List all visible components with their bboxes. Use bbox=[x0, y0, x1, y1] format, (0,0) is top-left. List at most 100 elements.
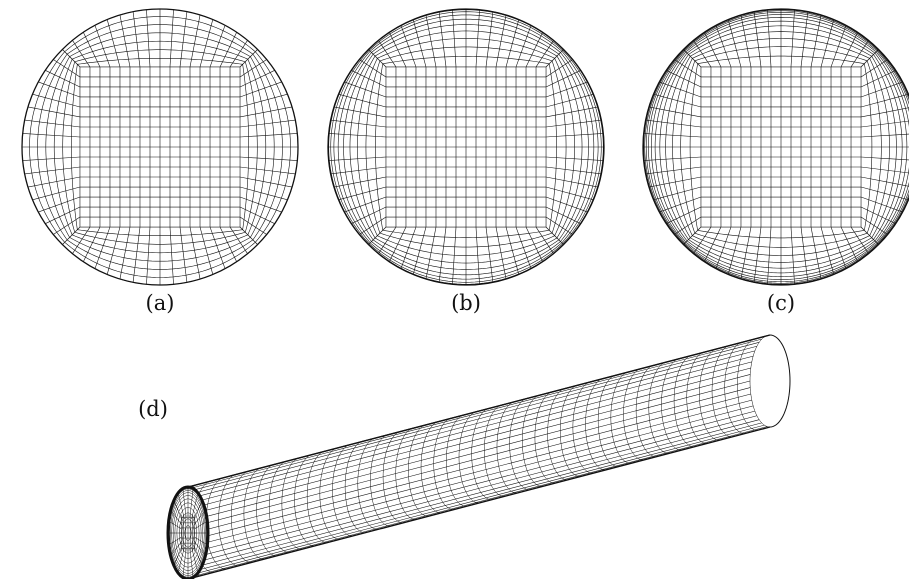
pipe-circumferential-line bbox=[344, 440, 366, 533]
radial-grid-line bbox=[860, 107, 909, 118]
ring-grid-line bbox=[648, 50, 686, 244]
ring-grid-line bbox=[684, 242, 878, 280]
pipe-circumferential-line bbox=[332, 443, 353, 537]
ring-grid-line bbox=[255, 51, 291, 243]
radial-grid-line bbox=[209, 25, 226, 68]
radial-grid-line bbox=[239, 106, 293, 118]
radial-grid-line bbox=[400, 25, 417, 68]
ring-grid-line bbox=[45, 56, 70, 238]
radial-grid-line bbox=[400, 226, 417, 269]
radial-grid-line bbox=[546, 119, 602, 128]
pipe-circumferential-line bbox=[673, 354, 695, 448]
radial-grid-line bbox=[653, 93, 702, 108]
pipe-circumferential-line bbox=[724, 341, 745, 434]
radial-grid-line bbox=[438, 227, 447, 283]
radial-grid-line bbox=[199, 19, 214, 68]
radial-grid-line bbox=[132, 11, 141, 67]
radial-grid-line bbox=[72, 40, 91, 68]
pipe-circumferential-line bbox=[484, 404, 505, 497]
ring-grid-line bbox=[371, 18, 561, 53]
pipe-circumferential-line bbox=[699, 347, 720, 441]
radial-grid-line bbox=[24, 166, 80, 175]
radial-grid-line bbox=[704, 32, 722, 68]
ring-grid-line bbox=[688, 25, 874, 55]
pipe-circumferential-line bbox=[559, 384, 581, 477]
radial-grid-line bbox=[146, 227, 151, 285]
ring-grid-line bbox=[374, 30, 558, 57]
ring-grid-line bbox=[690, 31, 872, 57]
radial-grid-line bbox=[169, 9, 174, 67]
radial-grid-line bbox=[179, 11, 188, 67]
radial-grid-line bbox=[505, 226, 520, 275]
radial-grid-line bbox=[53, 216, 81, 235]
radial-grid-line bbox=[119, 226, 131, 280]
pipe-end-cap-spoke bbox=[194, 520, 208, 530]
radial-grid-line bbox=[545, 196, 588, 213]
radial-grid-line bbox=[485, 11, 494, 67]
radial-grid-line bbox=[830, 25, 847, 68]
ring-grid-line bbox=[379, 46, 553, 62]
radial-grid-line bbox=[368, 49, 387, 68]
ring-grid-line bbox=[377, 235, 555, 256]
radial-grid-line bbox=[425, 226, 437, 280]
pipe-circumferential-line bbox=[509, 397, 530, 491]
ring-grid-line bbox=[72, 40, 248, 60]
radial-grid-line bbox=[38, 196, 81, 213]
radial-grid-line bbox=[860, 196, 903, 213]
radial-grid-line bbox=[199, 226, 214, 275]
ring-grid-line bbox=[369, 11, 563, 51]
radial-grid-line bbox=[368, 226, 387, 245]
radial-grid-line bbox=[545, 226, 564, 245]
panel-a-label: (a) bbox=[146, 291, 175, 315]
radial-grid-line bbox=[338, 93, 387, 108]
radial-grid-line bbox=[860, 70, 896, 88]
ring-grid-line bbox=[692, 235, 870, 256]
ring-grid-line bbox=[69, 237, 251, 262]
radial-grid-line bbox=[820, 19, 835, 68]
pipe-end-cap-spoke bbox=[182, 548, 187, 578]
pipe-end-cap-spoke bbox=[194, 536, 208, 546]
radial-grid-line bbox=[45, 70, 81, 88]
radial-grid-line bbox=[106, 19, 121, 68]
radial-grid-line bbox=[425, 14, 437, 68]
pipe-circumferential-line bbox=[597, 374, 619, 467]
radial-grid-line bbox=[505, 19, 520, 68]
pipe-circumferential-line bbox=[686, 351, 707, 444]
radial-grid-line bbox=[683, 49, 702, 68]
radial-grid-line bbox=[328, 156, 386, 161]
ring-grid-line bbox=[369, 243, 563, 283]
pipe-end-cap-spoke bbox=[189, 488, 194, 518]
radial-grid-line bbox=[239, 216, 267, 235]
pipe-wall-circle bbox=[642, 8, 909, 286]
panel-a-mesh bbox=[21, 8, 299, 286]
panel-d-label: (d) bbox=[138, 397, 168, 421]
pipe-circumferential-line bbox=[382, 430, 404, 524]
ring-grid-line bbox=[697, 230, 865, 239]
radial-grid-line bbox=[45, 206, 81, 224]
ring-grid-line bbox=[365, 60, 381, 234]
radial-grid-line bbox=[475, 9, 480, 67]
ring-grid-line bbox=[685, 17, 877, 53]
radial-grid-line bbox=[240, 156, 298, 161]
radial-grid-line bbox=[704, 226, 722, 262]
radial-grid-line bbox=[495, 226, 507, 280]
pipe-circumferential-line bbox=[522, 394, 543, 487]
radial-grid-line bbox=[328, 133, 386, 138]
radial-grid-line bbox=[546, 156, 604, 161]
pipe-end-cap-spoke bbox=[168, 520, 182, 530]
radial-grid-line bbox=[861, 166, 909, 174]
radial-grid-line bbox=[106, 226, 121, 275]
radial-grid-line bbox=[83, 226, 101, 262]
pipe-circumferential-line bbox=[319, 447, 340, 540]
ring-grid-line bbox=[554, 58, 575, 236]
ring-grid-line bbox=[77, 229, 243, 236]
pipe-bottom-edge bbox=[187, 426, 771, 579]
ring-grid-line bbox=[29, 51, 65, 243]
ring-grid-line bbox=[64, 16, 256, 52]
ring-grid-line bbox=[562, 50, 602, 244]
radial-grid-line bbox=[62, 49, 81, 68]
radial-grid-line bbox=[72, 226, 91, 254]
pipe-wall-circle bbox=[327, 8, 605, 286]
radial-grid-line bbox=[790, 227, 795, 285]
ring-grid-line bbox=[370, 242, 562, 280]
